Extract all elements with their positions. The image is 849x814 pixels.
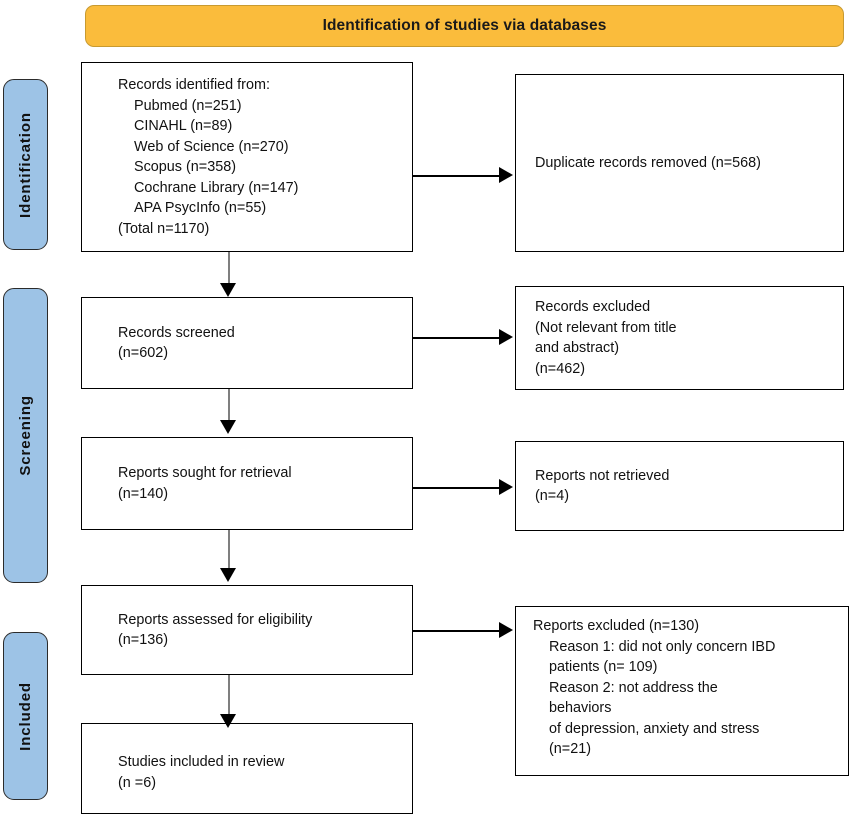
connector-identified-to-duplicates-arrow [499, 167, 513, 183]
connector-identified-to-duplicates-line [413, 175, 501, 177]
box-records-excluded-text: Records excluded (Not relevant from titl… [535, 299, 677, 377]
connector-screened-to-sought-arrow [220, 420, 236, 434]
connector-identified-to-screened-line [228, 252, 230, 285]
stage-tab-included-label: Included [17, 681, 34, 751]
box-reports-assessed-for-eligibility: Reports assessed for eligibility (n=136) [81, 585, 413, 675]
box-reports-assessed-for-eligibility-text: Reports assessed for eligibility (n=136) [118, 611, 313, 649]
connector-assessed-to-included-arrow [220, 714, 236, 728]
box-reports-not-retrieved: Reports not retrieved (n=4) [515, 441, 844, 531]
box-reports-not-retrieved-text: Reports not retrieved (n=4) [535, 467, 670, 505]
connector-sought-to-not-retrieved-line [413, 487, 501, 489]
connector-screened-to-excluded-arrow [499, 329, 513, 345]
box-studies-included-in-review: Studies included in review (n =6) [81, 723, 413, 814]
connector-screened-to-sought-line [228, 389, 230, 422]
connector-sought-to-assessed-line [228, 530, 230, 570]
box-records-identified: Records identified from: Pubmed (n=251) … [81, 62, 413, 252]
box-records-identified-text: Records identified from: Pubmed (n=251) … [118, 77, 299, 237]
box-records-screened-text: Records screened (n=602) [118, 324, 235, 362]
box-reports-excluded-text: Reports excluded (n=130) Reason 1: did n… [533, 618, 776, 757]
stage-tab-screening-label: Screening [17, 395, 34, 476]
connector-assessed-to-included-line [228, 675, 230, 718]
box-duplicate-records-removed: Duplicate records removed (n=568) [515, 74, 844, 252]
connector-assessed-to-excluded-arrow [499, 622, 513, 638]
stage-tab-identification: Identification [3, 79, 48, 250]
stage-tab-included: Included [3, 632, 48, 800]
connector-identified-to-screened-arrow [220, 283, 236, 297]
box-reports-sought-for-retrieval: Reports sought for retrieval (n=140) [81, 437, 413, 530]
box-studies-included-in-review-text: Studies included in review (n =6) [118, 754, 285, 791]
banner-identification-via-databases: Identification of studies via databases [85, 5, 844, 47]
box-reports-excluded: Reports excluded (n=130) Reason 1: did n… [515, 606, 849, 776]
connector-assessed-to-excluded-line [413, 630, 501, 632]
box-reports-sought-for-retrieval-text: Reports sought for retrieval (n=140) [118, 465, 292, 502]
stage-tab-screening: Screening [3, 288, 48, 583]
connector-sought-to-not-retrieved-arrow [499, 479, 513, 495]
box-duplicate-records-removed-text: Duplicate records removed (n=568) [535, 154, 761, 171]
box-records-screened: Records screened (n=602) [81, 297, 413, 389]
banner-title: Identification of studies via databases [322, 17, 607, 34]
connector-sought-to-assessed-arrow [220, 568, 236, 582]
connector-screened-to-excluded-line [413, 337, 501, 339]
stage-tab-identification-label: Identification [17, 111, 34, 218]
box-records-excluded: Records excluded (Not relevant from titl… [515, 286, 844, 390]
